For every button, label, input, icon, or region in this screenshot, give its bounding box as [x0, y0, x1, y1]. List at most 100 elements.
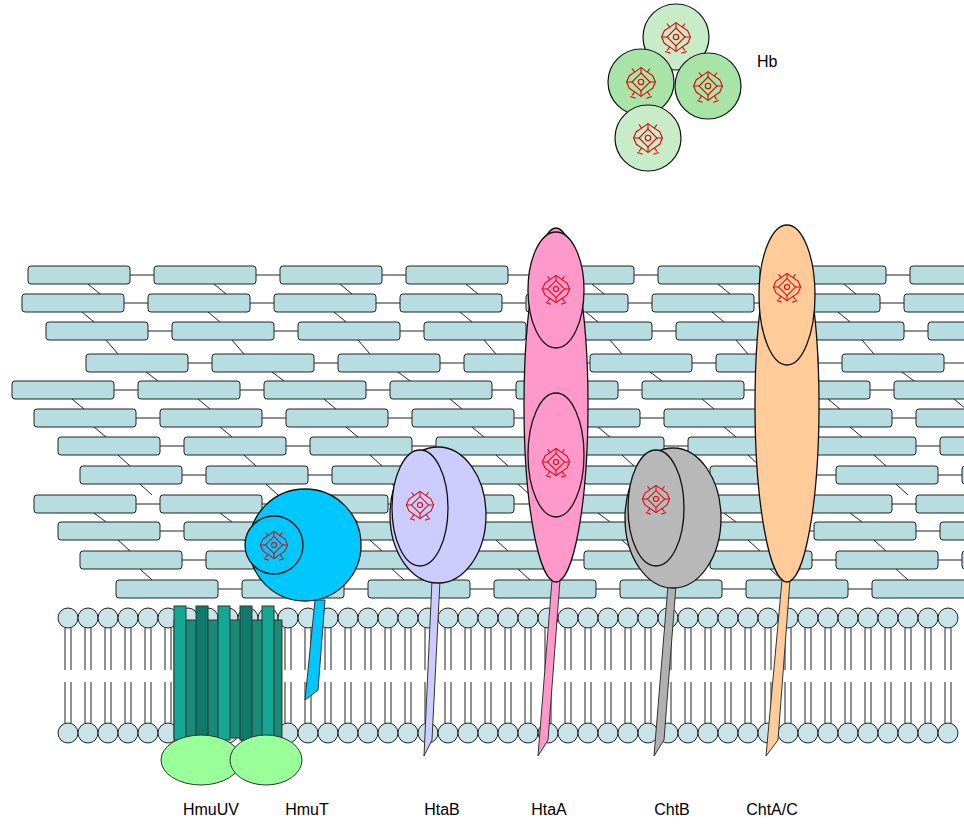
crosslink [874, 455, 886, 466]
crosslink [942, 363, 964, 364]
crosslink [340, 284, 352, 294]
crosslink [398, 372, 410, 381]
lipid-tail [905, 682, 906, 723]
crosslink [94, 513, 106, 522]
lipid-tail [925, 682, 926, 723]
crosslink [496, 540, 508, 551]
lipid-head [558, 723, 578, 743]
crosslink [902, 372, 914, 381]
crosslink [208, 312, 220, 322]
glycan-strand [28, 266, 130, 284]
lipid-tail [725, 682, 726, 723]
lipid-head [618, 608, 638, 628]
lipid-tail [351, 682, 352, 723]
lipid-tail [691, 628, 692, 670]
lipid-tail [611, 628, 612, 670]
glycan-strand [154, 266, 256, 284]
lipid-tail [591, 682, 592, 723]
crosslink [306, 475, 332, 476]
lipid-tail [585, 682, 586, 723]
glycan-strand [916, 409, 964, 427]
lipid-tail [785, 682, 786, 723]
lipid-tail [445, 682, 446, 723]
lipid-head [718, 608, 738, 628]
crosslink [82, 312, 94, 322]
lipid-head [498, 608, 518, 628]
lipid-tail [71, 628, 72, 670]
lipid-head [858, 723, 878, 743]
glycan-strand [658, 266, 760, 284]
crosslink [662, 446, 688, 447]
crosslink [380, 275, 406, 276]
lipid-tail [765, 682, 766, 723]
crosslink [500, 303, 526, 304]
crosslink [94, 427, 106, 437]
protein-tails [305, 580, 790, 756]
crosslink [850, 427, 862, 437]
lipid-head [858, 608, 878, 628]
crosslink [146, 331, 172, 332]
lipid-tail [851, 628, 852, 670]
lipid-tail [145, 682, 146, 723]
glycan-strand [962, 551, 964, 569]
lipid-tail [625, 682, 626, 723]
lipid-head [818, 723, 838, 743]
lipid-head [118, 723, 138, 743]
glycan-strand [298, 322, 400, 340]
crosslink [342, 589, 368, 590]
lipid-tail [591, 628, 592, 670]
lipid-head [698, 723, 718, 743]
crosslink [724, 427, 736, 437]
lipid-head [798, 723, 818, 743]
lipid-tail [891, 628, 892, 670]
crosslink [312, 363, 338, 364]
lipid-tail [811, 628, 812, 670]
heme-groups [260, 23, 800, 561]
lipid-head [318, 723, 338, 743]
glycan-strand [86, 354, 188, 372]
lipid-tail [491, 682, 492, 723]
lipid-head [58, 608, 78, 628]
crosslink [180, 560, 206, 561]
lipid-tail [711, 682, 712, 723]
lipid-head [718, 723, 738, 743]
crosslink [216, 589, 242, 590]
lipid-head [58, 723, 78, 743]
crosslink [878, 303, 904, 304]
lipid-tail [571, 682, 572, 723]
cell-wall [12, 266, 964, 598]
crosslink [850, 513, 862, 522]
lipid-tail [845, 628, 846, 670]
crosslink [232, 340, 244, 354]
crosslink [914, 531, 940, 532]
lipid-tail [85, 682, 86, 723]
lipid-tail [151, 628, 152, 670]
lipid-tail [131, 682, 132, 723]
glycan-strand [80, 551, 182, 569]
crosslink [592, 284, 604, 294]
lipid-head [98, 608, 118, 628]
crosslink [140, 569, 152, 580]
glycan-strand [12, 381, 114, 399]
crosslink [518, 569, 530, 580]
crosslink [272, 331, 298, 332]
crosslink [838, 312, 850, 322]
glycan-strand [836, 466, 938, 484]
lipid-head [378, 608, 398, 628]
lipid-head [778, 723, 798, 743]
lipid-tail [125, 628, 126, 670]
lipid-tail [351, 628, 352, 670]
lipid-head [598, 608, 618, 628]
lipid-tail [305, 628, 306, 670]
lipid-tail [171, 628, 172, 670]
lipid-head [358, 723, 378, 743]
membrane [58, 608, 958, 743]
glycan-strand [412, 409, 514, 427]
crosslink [358, 340, 370, 354]
glycan-strand [212, 354, 314, 372]
glycan-strand [494, 580, 596, 598]
crosslink [186, 363, 212, 364]
glycan-strand [590, 354, 692, 372]
crosslink [370, 455, 382, 466]
crosslink [180, 475, 206, 476]
